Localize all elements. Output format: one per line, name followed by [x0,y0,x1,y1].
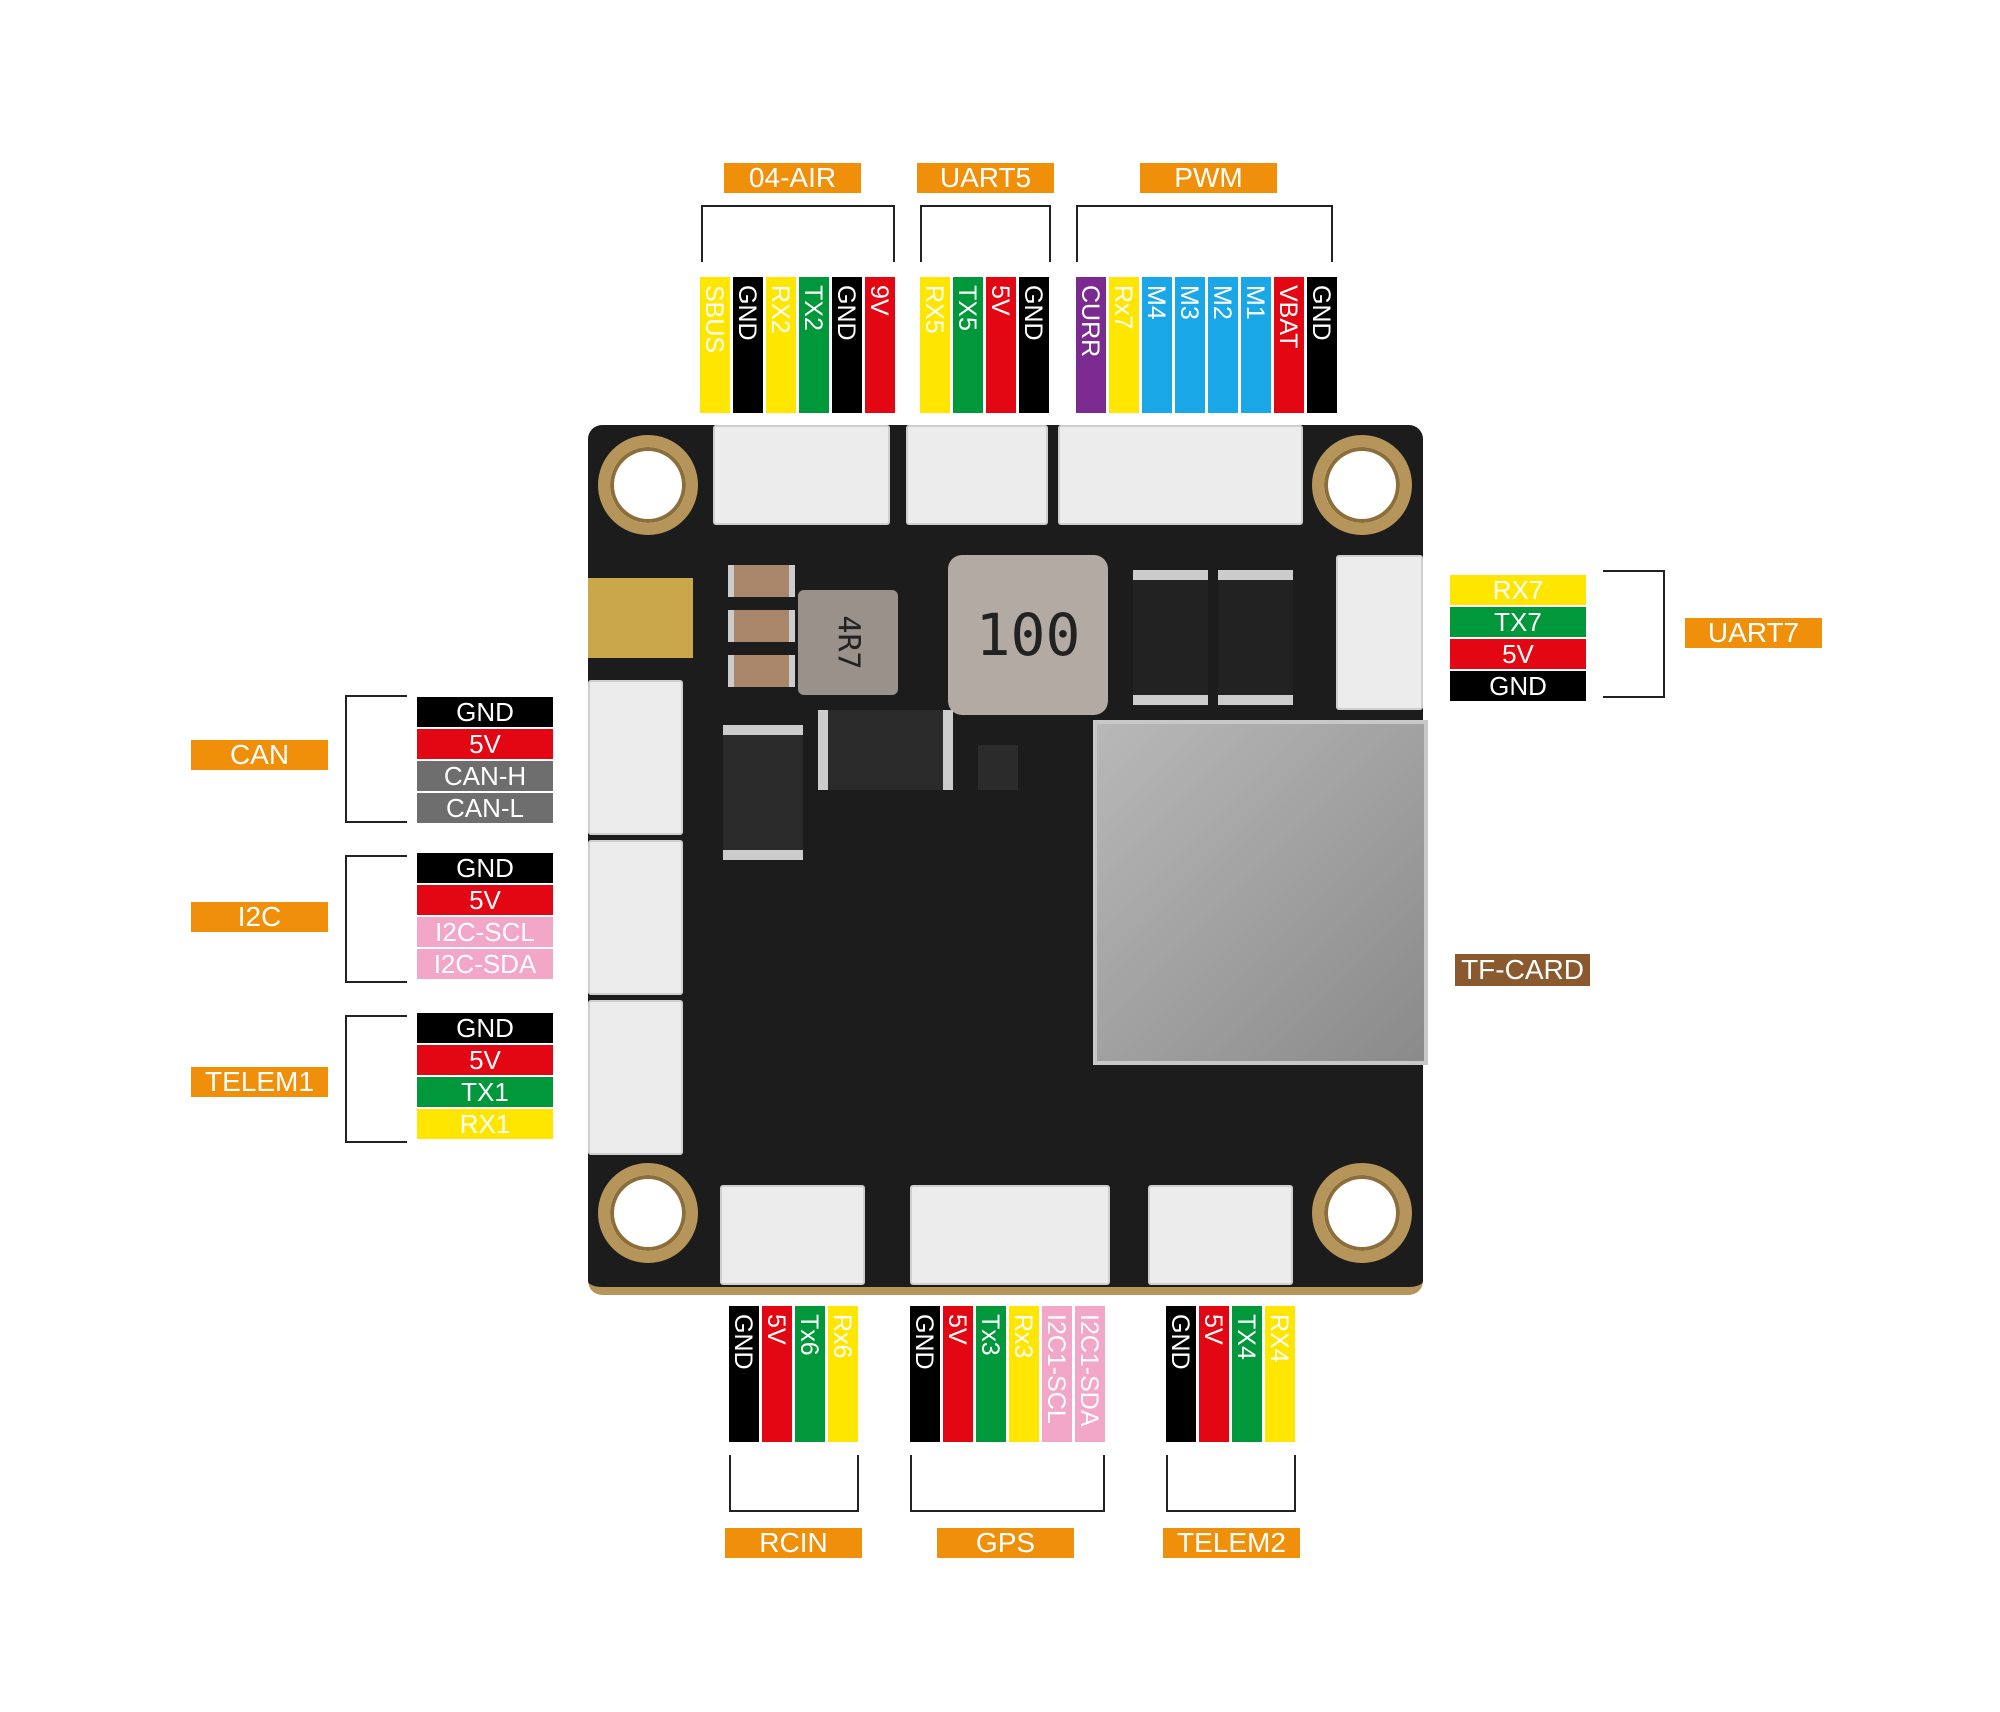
capacitor-1 [728,565,795,597]
pin-04air-2: RX2 [766,277,796,413]
pin-telem1-3: RX1 [417,1109,553,1139]
connector-uart5 [906,425,1048,525]
pin-telem2-0: GND [1166,1306,1196,1442]
regulator-1 [723,725,803,860]
pin-pwm-1: Rx7 [1109,277,1139,413]
bracket-04air [701,205,895,262]
pin-can-0: GND [417,697,553,727]
pin-uart5-3: GND [1019,277,1049,413]
pin-can-3: CAN-L [417,793,553,823]
bracket-telem2 [1166,1455,1296,1512]
connector-can [588,680,683,835]
pin-i2c-3: I2C-SDA [417,949,553,979]
connector-uart7 [1336,555,1423,710]
group-label-uart5: UART5 [917,163,1054,193]
bracket-i2c [345,855,407,983]
group-label-i2c: I2C [191,902,328,932]
group-label-rcin: RCIN [725,1528,862,1558]
pin-telem2-3: RX4 [1265,1306,1295,1442]
group-label-gps: GPS [937,1528,1074,1558]
inductor-100-label: 100 [975,601,1081,669]
pin-gps-0: GND [910,1306,940,1442]
pin-can-2: CAN-H [417,761,553,791]
mounting-hole-bottom-left [598,1163,698,1263]
connector-telem2 [1148,1185,1293,1285]
pin-rcin-2: Tx6 [795,1306,825,1442]
pin-i2c-1: 5V [417,885,553,915]
group-label-tfcard: TF-CARD [1455,954,1590,986]
bracket-gps [910,1455,1105,1512]
pin-pwm-6: VBAT [1274,277,1304,413]
mounting-hole-top-right [1312,435,1412,535]
pin-gps-3: Rx3 [1009,1306,1039,1442]
small-chip [978,745,1018,790]
pin-i2c-0: GND [417,853,553,883]
pin-i2c-2: I2C-SCL [417,917,553,947]
regulator-2 [818,710,953,790]
mosfet-2 [1218,570,1293,705]
mosfet-1 [1133,570,1208,705]
pin-gps-2: Tx3 [976,1306,1006,1442]
pin-telem2-1: 5V [1199,1306,1229,1442]
pin-04air-1: GND [733,277,763,413]
capacitor-2 [728,610,795,642]
connector-rcin [720,1185,865,1285]
pin-04air-4: GND [832,277,862,413]
pin-uart7-3: GND [1450,671,1586,701]
pin-uart5-2: 5V [986,277,1016,413]
gold-pad [588,578,693,658]
pin-uart5-1: TX5 [953,277,983,413]
pin-uart7-1: TX7 [1450,607,1586,637]
pin-pwm-0: CURR [1076,277,1106,413]
bracket-can [345,695,407,823]
pin-uart7-2: 5V [1450,639,1586,669]
pin-telem1-2: TX1 [417,1077,553,1107]
pin-telem2-2: TX4 [1232,1306,1262,1442]
bracket-uart5 [920,205,1051,262]
pin-04air-3: TX2 [799,277,829,413]
pin-pwm-3: M3 [1175,277,1205,413]
mounting-hole-bottom-right [1312,1163,1412,1263]
bracket-telem1 [345,1015,407,1143]
pin-pwm-5: M1 [1241,277,1271,413]
inductor-4r7-label: 4R7 [830,615,866,670]
group-label-telem1: TELEM1 [191,1067,328,1097]
pin-pwm-2: M4 [1142,277,1172,413]
group-label-04air: 04-AIR [724,163,861,193]
pin-uart5-0: RX5 [920,277,950,413]
pin-gps-4: I2C1-SCL [1042,1306,1072,1442]
connector-pwm [1058,425,1303,525]
tf-card-slot [1093,720,1428,1065]
pin-gps-5: I2C1-SDA [1075,1306,1105,1442]
pin-gps-1: 5V [943,1306,973,1442]
inductor-4r7: 4R7 [798,590,898,695]
pin-uart7-0: RX7 [1450,575,1586,605]
inductor-100: 100 [948,555,1108,715]
flight-controller-board: 4R7 100 [588,425,1428,1295]
group-label-can: CAN [191,740,328,770]
pin-telem1-1: 5V [417,1045,553,1075]
pin-04air-5: 9V [865,277,895,413]
bracket-pwm [1076,205,1333,262]
mounting-hole-top-left [598,435,698,535]
bracket-rcin [729,1455,859,1512]
group-label-uart7: UART7 [1685,618,1822,648]
group-label-pwm: PWM [1140,163,1277,193]
pin-rcin-3: Rx6 [828,1306,858,1442]
connector-i2c [588,840,683,995]
bracket-uart7 [1603,570,1665,698]
connector-telem1 [588,1000,683,1155]
group-label-telem2: TELEM2 [1163,1528,1300,1558]
pin-pwm-4: M2 [1208,277,1238,413]
capacitor-3 [728,655,795,687]
pin-rcin-1: 5V [762,1306,792,1442]
connector-gps [910,1185,1110,1285]
connector-04air [713,425,890,525]
pin-rcin-0: GND [729,1306,759,1442]
pin-can-1: 5V [417,729,553,759]
pin-04air-0: SBUS [700,277,730,413]
pin-telem1-0: GND [417,1013,553,1043]
pin-pwm-7: GND [1307,277,1337,413]
